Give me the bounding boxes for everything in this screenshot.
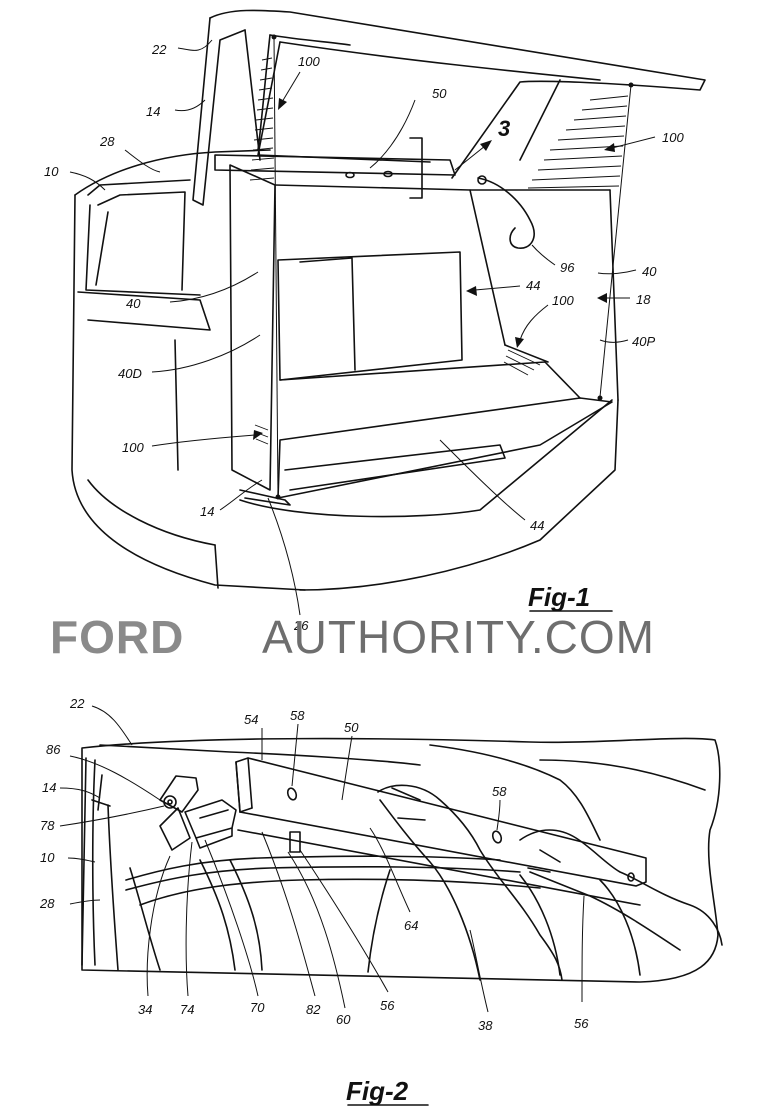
fig1-vehicle-drawing [70,10,705,615]
fig1-label-100-mid: 100 [552,293,574,308]
fig2-label-78: 78 [40,818,55,833]
fig2-label-54: 54 [244,712,258,727]
fig2-label-14: 14 [42,780,56,795]
fig2-label-82: 82 [306,1002,321,1017]
fig1-label-100-low: 100 [122,440,144,455]
fig1-labels: 22 14 28 10 100 50 3 100 96 40 18 40 44 … [44,42,684,633]
fig2-label-28: 28 [39,896,55,911]
fig1-label-100-right: 100 [662,130,684,145]
fig2-label-86: 86 [46,742,61,757]
fig2-label-74: 74 [180,1002,194,1017]
fig2-label-10: 10 [40,850,55,865]
fig2-label-70: 70 [250,1000,265,1015]
fig2-label-34: 34 [138,1002,152,1017]
screen-hatch-corner [255,350,540,444]
screen-hatch-right [528,96,628,188]
watermark: FORD AUTHORITY.COM [50,611,655,663]
fig1-label-28: 28 [99,134,115,149]
fig1-label-14: 14 [146,104,160,119]
fig1-label-50: 50 [432,86,447,101]
watermark-ford: FORD [50,611,184,663]
fig2-label-60: 60 [336,1012,351,1027]
fig1-label-40D: 40D [118,366,142,381]
fig2-label-22: 22 [69,696,85,711]
fig2-label-56-right: 56 [574,1016,589,1031]
fig1-label-22: 22 [151,42,167,57]
fig1-label-14-low: 14 [200,504,214,519]
fig1-label-40-right: 40 [642,264,657,279]
fig1-label-40-left: 40 [126,296,141,311]
fig1-label-10: 10 [44,164,59,179]
fig2-bracket-drawing [60,706,722,1012]
fig2-label-50: 50 [344,720,359,735]
fig1-label-44-upper: 44 [526,278,540,293]
fig1-label-3: 3 [498,116,510,141]
screen-hatch-left [250,58,274,180]
fig1-label-18: 18 [636,292,651,307]
fig1-label-96: 96 [560,260,575,275]
fig2-label-58-right: 58 [492,784,507,799]
fig2-label-38: 38 [478,1018,493,1033]
fig1-caption: Fig-1 [528,582,590,612]
fig1-label-100-top: 100 [298,54,320,69]
fig2-label-58-left: 58 [290,708,305,723]
fig2-label-64: 64 [404,918,418,933]
fig2-caption: Fig-2 [346,1076,409,1106]
fig1-label-40P: 40P [632,334,655,349]
watermark-authority: AUTHORITY.COM [262,611,655,663]
fig2-label-56-mid: 56 [380,998,395,1013]
fig1-label-44-lower: 44 [530,518,544,533]
